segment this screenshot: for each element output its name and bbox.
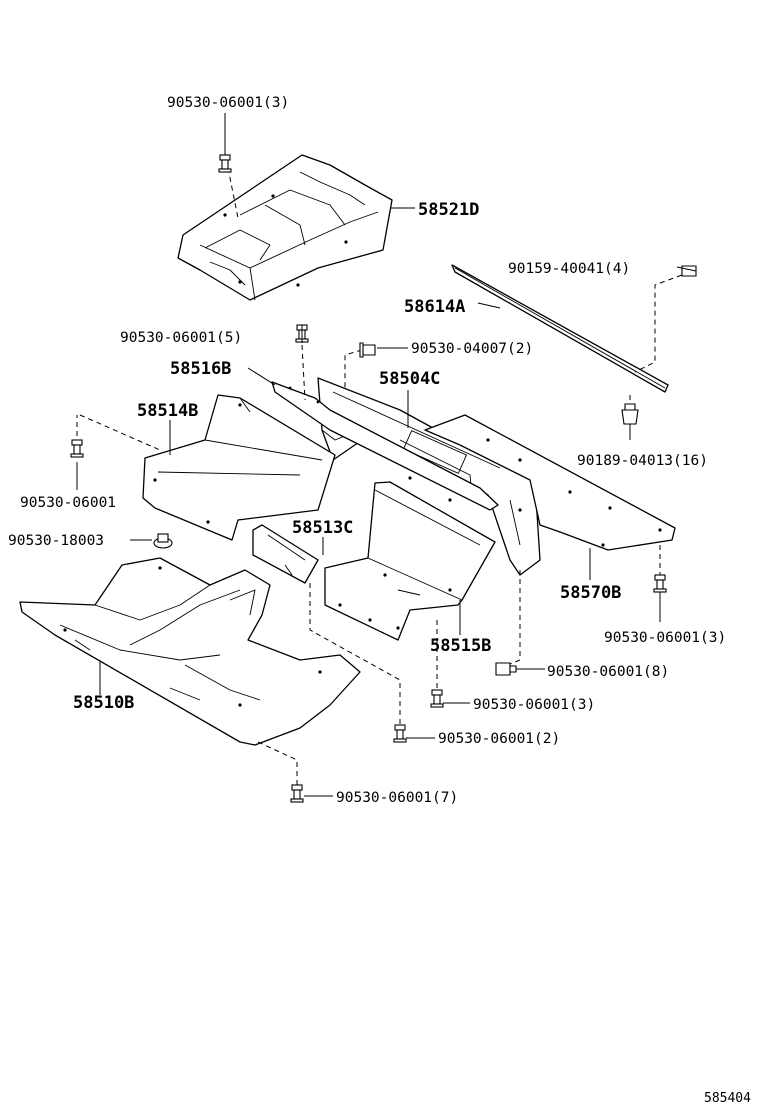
part-58570b — [424, 414, 676, 551]
label-58504c: 58504C — [379, 369, 440, 389]
clip-icon — [70, 439, 84, 458]
label-f-18003: 90530-18003 — [8, 533, 104, 549]
grommet-icon — [153, 533, 173, 549]
clip-icon — [653, 574, 667, 593]
part-58516b — [271, 381, 499, 511]
label-58513c: 58513C — [292, 518, 353, 538]
label-f-8: 90530-06001(8) — [547, 664, 669, 680]
screw-icon — [359, 342, 376, 358]
label-58514b: 58514B — [137, 401, 198, 421]
label-58510b: 58510B — [73, 693, 134, 713]
part-58513c — [252, 524, 319, 584]
part-58521d — [177, 154, 393, 301]
clip-icon — [218, 154, 232, 173]
label-58614a: 58614A — [404, 297, 465, 317]
part-58514b — [142, 394, 336, 541]
label-f-04007: 90530-04007(2) — [411, 341, 533, 357]
figure-id: 585404 — [704, 1091, 751, 1106]
fasteners — [70, 154, 697, 803]
label-f-left: 90530-06001 — [20, 495, 116, 511]
label-f-top: 90530-06001(3) — [167, 95, 289, 111]
label-f-c3: 90530-06001(3) — [473, 697, 595, 713]
dashed-lines — [76, 167, 691, 785]
label-58570b: 58570B — [560, 583, 621, 603]
label-58515b: 58515B — [430, 636, 491, 656]
label-f-mid5: 90530-06001(5) — [120, 330, 242, 346]
leader-lines — [76, 113, 697, 797]
clip-icon — [393, 724, 407, 743]
label-58516b: 58516B — [170, 359, 231, 379]
grommet-icon — [621, 403, 639, 425]
screw-icon — [495, 662, 517, 676]
label-f-right3: 90530-06001(3) — [604, 630, 726, 646]
label-f-7: 90530-06001(7) — [336, 790, 458, 806]
part-58510b — [19, 557, 361, 746]
label-58521d: 58521D — [418, 200, 479, 220]
labels: 90530-06001(3) 58521D 90159-40041(4) 586… — [8, 95, 751, 1106]
part-58515b — [324, 481, 496, 641]
label-f-c2: 90530-06001(2) — [438, 731, 560, 747]
part-58614a — [451, 264, 669, 393]
clip-icon — [290, 784, 304, 803]
clip-icon — [430, 689, 444, 708]
label-f-90159: 90159-40041(4) — [508, 261, 630, 277]
label-f-04013: 90189-04013(16) — [577, 453, 708, 469]
